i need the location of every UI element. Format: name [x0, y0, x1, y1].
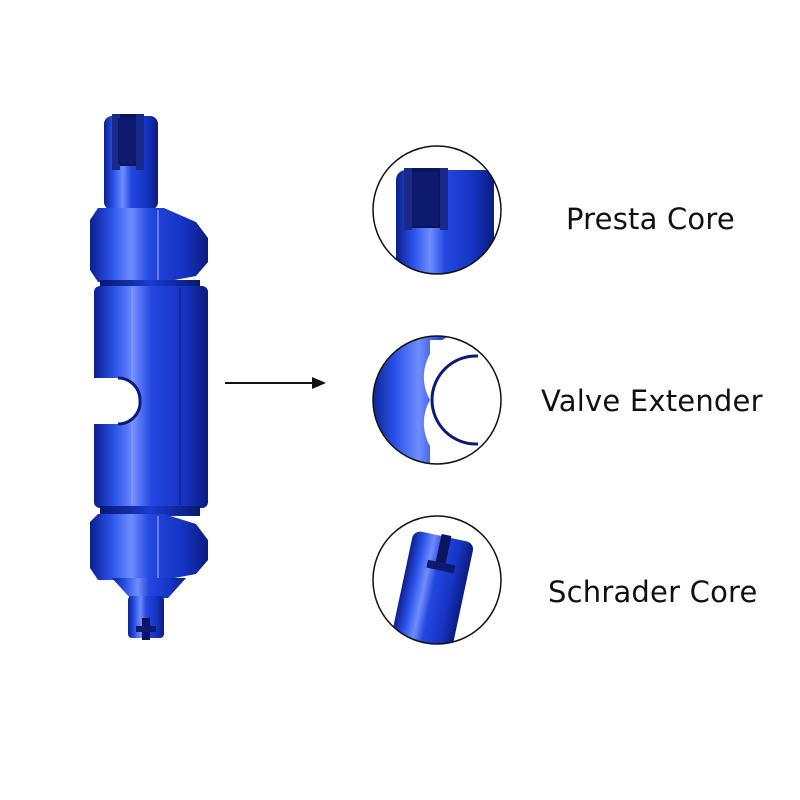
schrader-tip — [128, 596, 164, 640]
valve-tool — [90, 114, 208, 640]
arrow-right-icon — [225, 377, 326, 389]
bottom-hex — [90, 514, 208, 580]
presta-tip — [104, 114, 158, 210]
valve-extender-label: Valve Extender — [541, 384, 763, 418]
presta-core-closeup — [372, 145, 502, 275]
valve-extender-closeup — [372, 335, 502, 465]
top-hex — [90, 208, 208, 282]
presta-core-label: Presta Core — [566, 202, 735, 236]
schrader-core-label: Schrader Core — [548, 575, 758, 609]
schrader-core-closeup — [372, 515, 502, 645]
main-body — [94, 286, 208, 508]
